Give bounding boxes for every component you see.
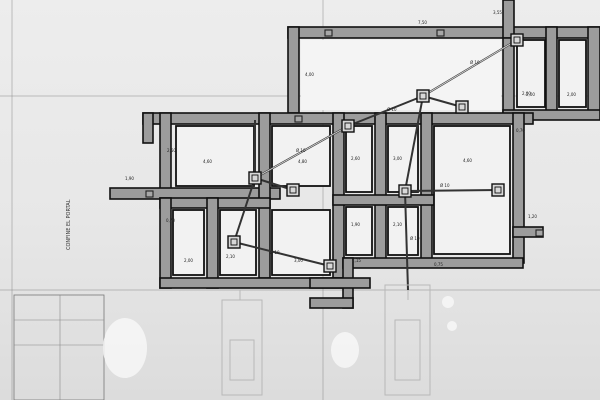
wall-left-stub [142,112,154,144]
pipe-2 [347,95,424,127]
dim-mid-2: 2,10 [393,222,402,227]
dim-right-1: 1,20 [528,214,537,219]
ghost-block-1 [221,299,263,396]
dim-pipe-4: Ø 10 [270,250,280,255]
room-d [387,125,419,193]
dim-right-room-w: 2,00 [526,92,535,97]
marker [294,115,303,123]
wall-top-left-vertical [287,26,300,114]
wall-right-edge [587,26,600,118]
title-block [13,294,105,400]
pit-6 [286,183,300,197]
pipe-highlight [422,39,518,97]
dim-pipe-5: Ø 10 [440,183,450,188]
dim-corridor-2: 3,00 [393,156,402,161]
room-k [516,39,546,108]
dim-small2: 1,15 [352,258,361,263]
dim-top-v2: 2,00 [522,91,531,96]
room-top [301,40,501,110]
pit-7 [227,235,241,249]
room-j [387,206,419,256]
wall-right-block [502,37,515,119]
wall-right [512,112,525,264]
wall-left-room-side [159,112,172,199]
pipe-7 [233,241,331,267]
wall-lower-mid [206,197,219,289]
wall-step-bottom [309,297,354,309]
dim-low-left-w: 2,00 [184,258,193,263]
dim-top-h2: 3,55 [493,10,502,15]
pit-8 [323,259,337,273]
dim-top-h1: 7,50 [418,20,427,25]
room-a [175,125,255,187]
pipe-8 [404,95,424,192]
pit-9 [398,184,412,198]
wall-lower-right [342,257,524,269]
room-c [345,125,373,193]
marker [436,29,445,37]
dim-right-room-w2: 2,00 [567,92,576,97]
room-i [345,206,373,256]
ghost-drawing [221,284,431,396]
pipe-9 [404,189,499,192]
pit-3 [455,100,469,114]
marker [324,29,333,37]
dim-room-top-w: 4,60 [203,159,212,164]
wall-right-mid [420,112,433,264]
pit-4 [341,119,355,133]
wall-top-right-vertical [545,26,558,118]
dim-top-v1: 4,00 [305,72,314,77]
wall-step [309,277,371,289]
marker [535,229,544,237]
dim-pipe-2: Ø 10 [387,107,397,112]
dim-right-3: 4,60 [463,158,472,163]
dim-left-h: 1,90 [125,176,134,181]
dim-mid-1: 1,90 [351,222,360,227]
wall-center-left [258,112,271,279]
pit-2 [416,89,430,103]
paper-stains [103,296,457,378]
ghost-block-4 [394,319,421,381]
room-f [172,209,205,276]
pipe-6 [233,177,256,243]
room-b [271,125,331,187]
dim-room-left-v: 2,50 [167,148,176,153]
room-h [271,209,331,276]
dim-room-mid-w: 4,80 [298,159,307,164]
dim-right-2: 0,70 [516,128,525,133]
dim-pipe-1: Ø 10 [470,60,480,65]
dim-small1: 0,70 [166,218,175,223]
wall-mid-row [332,194,444,206]
dim-low-v: 2,10 [226,254,235,259]
dim-pipe-6: Ø 10 [410,236,420,241]
dim-pipe-3: Ø 10 [296,148,306,153]
side-note: CONFINE EL PORTAL [66,199,72,250]
pipe-10 [404,190,409,291]
pit-5 [248,171,262,185]
wall-center-right [374,112,387,264]
pit-1 [510,33,524,47]
wall-top-stub [502,0,515,39]
dim-corridor-1: 2,60 [351,156,360,161]
inspection-pits [145,29,544,273]
ghost-block-2 [229,339,255,381]
dimension-labels: 7,50 3,55 4,00 2,00 1,90 4,60 4,80 2,50 … [125,10,576,267]
ghost-block-3 [384,284,431,396]
marker [145,190,154,198]
room-l [558,39,587,108]
pipe-highlight [254,125,349,179]
rooms [172,39,587,276]
pit-10 [491,183,505,197]
wall-lower-left [159,197,172,289]
dim-small3: 0,75 [434,262,443,267]
dim-low-mid-w: 3,00 [294,258,303,263]
